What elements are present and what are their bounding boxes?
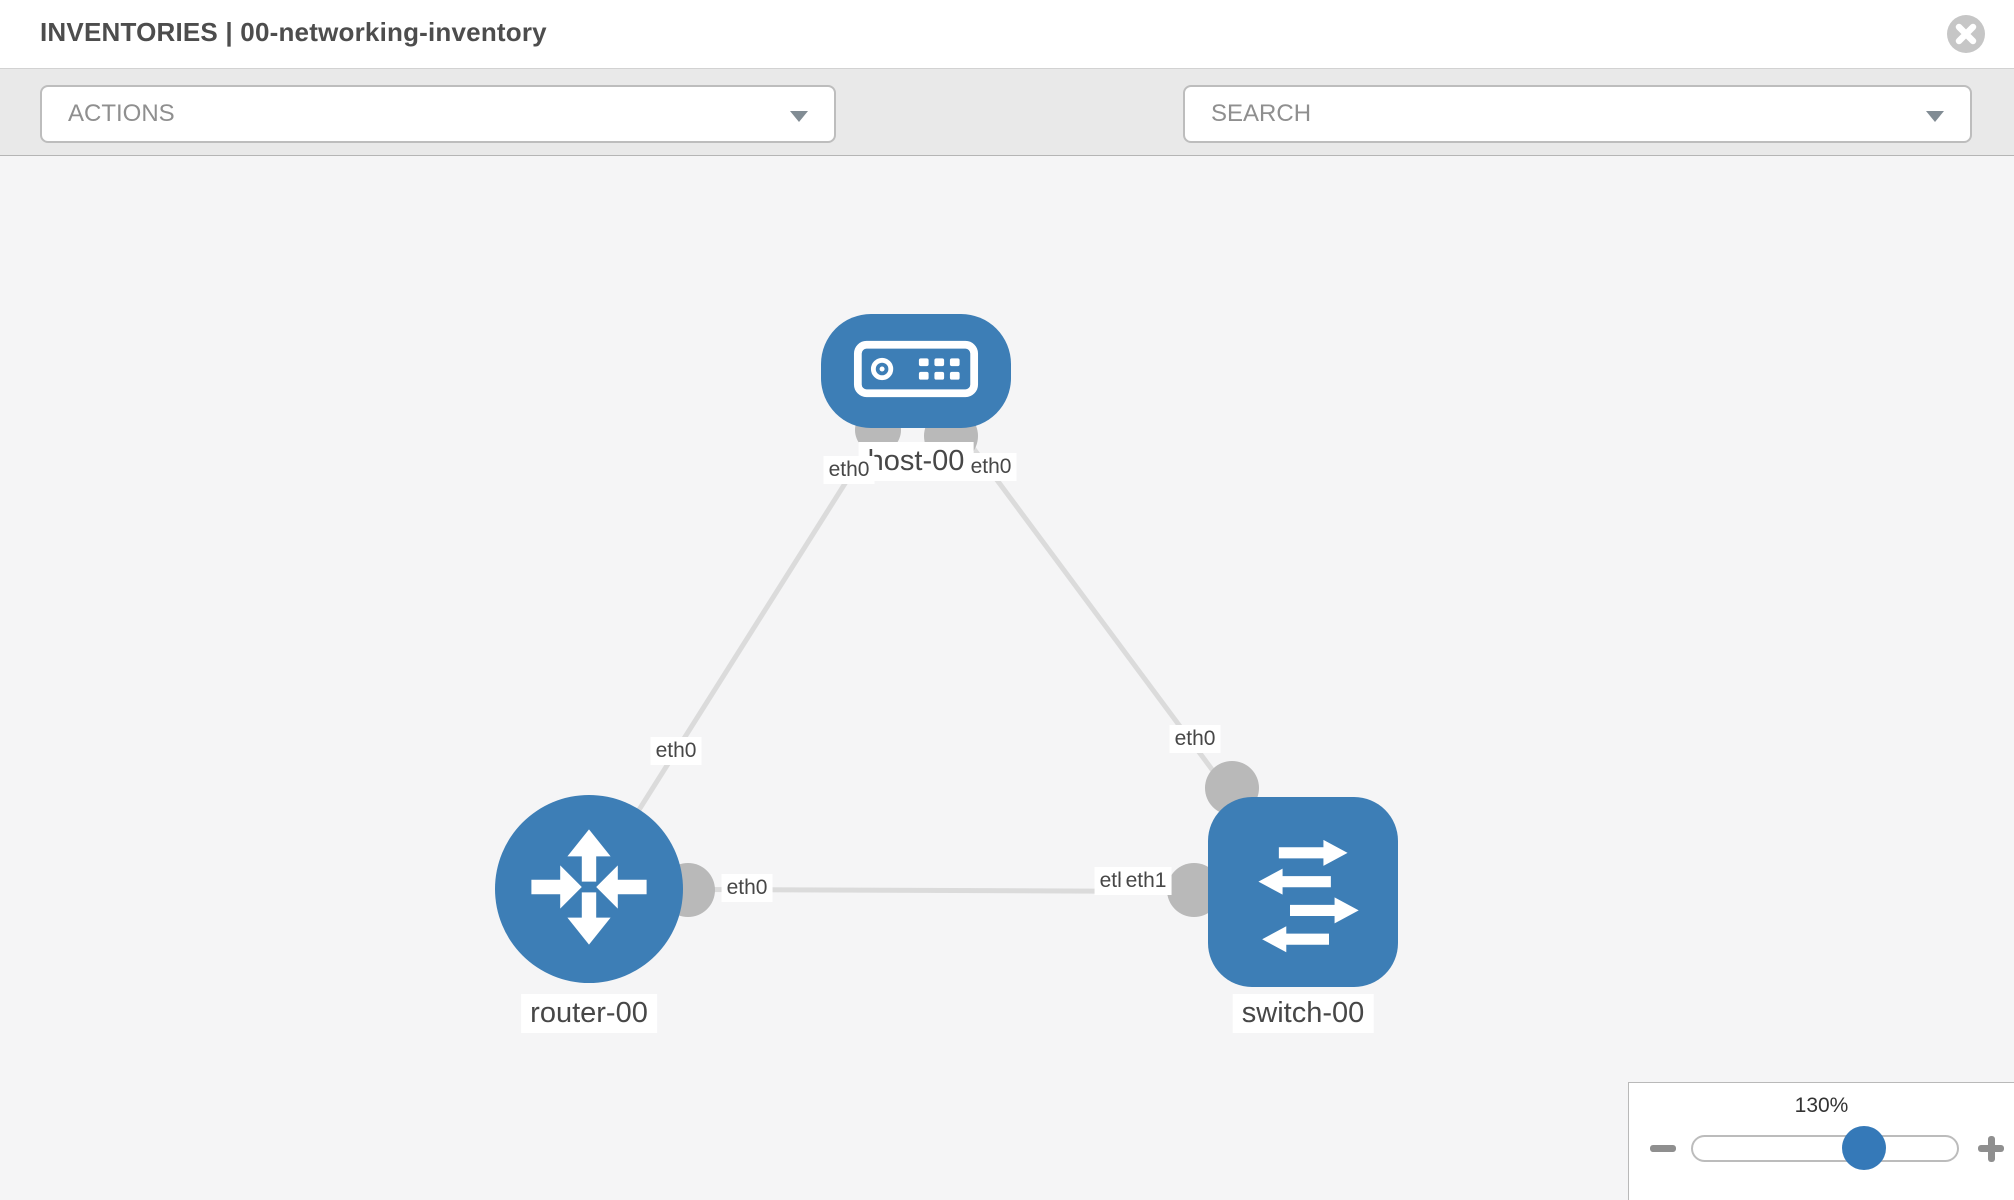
toolbar: ACTIONS SEARC [0, 68, 2014, 205]
plus-icon-vbar [1987, 1135, 1995, 1162]
node-switch-00[interactable] [1208, 797, 1398, 987]
zoom-widget: 130% [1628, 1082, 2014, 1200]
interface-dot-switch-eth1[interactable] [1167, 863, 1221, 917]
interface-label-switch-eth0-top: eth0 [1169, 725, 1221, 753]
interface-label-host-eth0-left: eth0 [823, 456, 875, 484]
interface-label-host-eth0-right: eth0 [965, 453, 1017, 481]
actions-dropdown-label: ACTIONS [68, 100, 175, 127]
interface-label-router-eth0-top: eth0 [650, 737, 702, 765]
search-dropdown-label: SEARCH [1211, 100, 1312, 127]
page-title: INVENTORIES | 00-networking-inventory [40, 17, 547, 47]
node-host-00[interactable] [821, 314, 1011, 428]
zoom-in-button[interactable] [1976, 1135, 2006, 1162]
node-label-switch: switch-00 [1232, 994, 1374, 1033]
close-button[interactable] [1946, 14, 1986, 54]
close-icon [1946, 15, 1986, 57]
node-label-host: host-00 [858, 442, 974, 481]
switch-icon [1238, 825, 1368, 960]
zoom-level-value: 130% [1794, 1094, 1849, 1117]
chevron-down-icon [1926, 111, 1944, 122]
search-dropdown[interactable]: SEARCH [1183, 85, 1972, 143]
zoom-slider-track[interactable] [1691, 1135, 1959, 1162]
zoom-out-button[interactable] [1648, 1135, 1678, 1161]
node-label-router: router-00 [521, 994, 657, 1033]
interface-label-switch-eth1: eth1 [1120, 867, 1172, 895]
topology-canvas[interactable]: host-00 router-00 switch-00 eth0 eth0 et… [0, 156, 2014, 1200]
actions-dropdown[interactable]: ACTIONS [40, 85, 836, 143]
router-icon [526, 824, 652, 955]
node-router-00[interactable] [495, 795, 683, 983]
chevron-down-icon [790, 111, 808, 122]
host-icon [853, 338, 979, 405]
zoom-slider-thumb[interactable] [1842, 1126, 1886, 1170]
minus-icon [1650, 1145, 1676, 1152]
interface-label-router-eth0-right: eth0 [721, 874, 773, 902]
header-bar: INVENTORIES | 00-networking-inventory [0, 0, 2014, 68]
